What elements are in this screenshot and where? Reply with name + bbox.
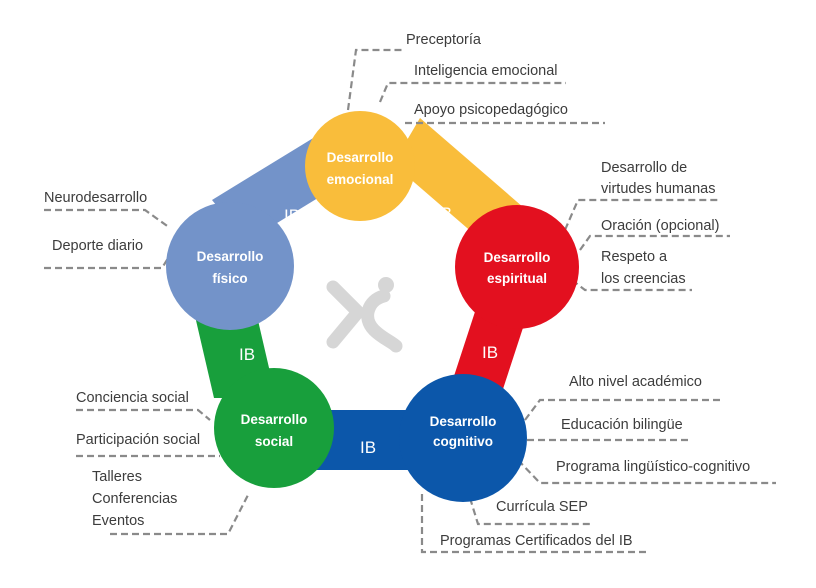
node-social: Desarrollo social	[214, 368, 334, 488]
label-virtudes-humanas: virtudes humanas	[601, 181, 715, 197]
node-cognitivo-title-line1: Desarrollo	[430, 414, 497, 429]
ib-label-fisico-emocional: IB	[284, 206, 300, 225]
ib-label-social-fisico: IB	[239, 345, 255, 364]
node-social-title-line2: social	[255, 434, 293, 449]
ib-label-espiritual-cognitivo: IB	[482, 343, 498, 362]
label-preceptoria: Preceptoría	[406, 32, 482, 48]
node-social-title-line1: Desarrollo	[241, 412, 308, 427]
node-espiritual-title-line1: Desarrollo	[484, 250, 551, 265]
label-conciencia-social: Conciencia social	[76, 390, 189, 406]
node-fisico: Desarrollo físico	[166, 202, 294, 330]
node-cognitivo-title-line2: cognitivo	[433, 434, 493, 449]
node-emocional-title-line1: Desarrollo	[327, 150, 394, 165]
label-educacion-bilingue: Educación bilingüe	[561, 417, 683, 433]
node-espiritual-title-line2: espiritual	[487, 271, 547, 286]
label-conferencias: Conferencias	[92, 491, 177, 507]
node-cognitivo: Desarrollo cognitivo	[399, 374, 527, 502]
label-programas-certificados: Programas Certificados del IB	[440, 533, 633, 549]
label-respeto-a: Respeto a	[601, 249, 668, 265]
center-logo-icon	[326, 277, 403, 353]
label-neurodesarrollo: Neurodesarrollo	[44, 190, 147, 206]
label-deporte-diario: Deporte diario	[52, 238, 143, 254]
leader-lines	[44, 48, 776, 554]
node-emocional-title-line2: emocional	[327, 172, 394, 187]
ib-label-emocional-espiritual: IB	[436, 204, 452, 223]
node-espiritual: Desarrollo espiritual	[455, 205, 579, 329]
label-curricula-sep: Currícula SEP	[496, 499, 588, 515]
label-oracion: Oración (opcional)	[601, 218, 719, 234]
label-eventos: Eventos	[92, 513, 144, 529]
label-inteligencia-emocional: Inteligencia emocional	[414, 63, 557, 79]
label-los-creencias: los creencias	[601, 271, 686, 287]
label-programa-linguistico: Programa lingüístico-cognitivo	[556, 459, 750, 475]
label-alto-nivel-academico: Alto nivel académico	[569, 374, 702, 390]
node-fisico-title-line2: físico	[212, 271, 247, 286]
node-fisico-title-line1: Desarrollo	[197, 249, 264, 264]
label-talleres: Talleres	[92, 469, 142, 485]
node-emocional: Desarrollo emocional	[305, 111, 415, 221]
label-apoyo-psicopedagogico: Apoyo psicopedagógico	[414, 102, 568, 118]
ib-label-cognitivo-social: IB	[360, 438, 376, 457]
label-participacion-social: Participación social	[76, 432, 200, 448]
label-desarrollo-de: Desarrollo de	[601, 160, 687, 176]
